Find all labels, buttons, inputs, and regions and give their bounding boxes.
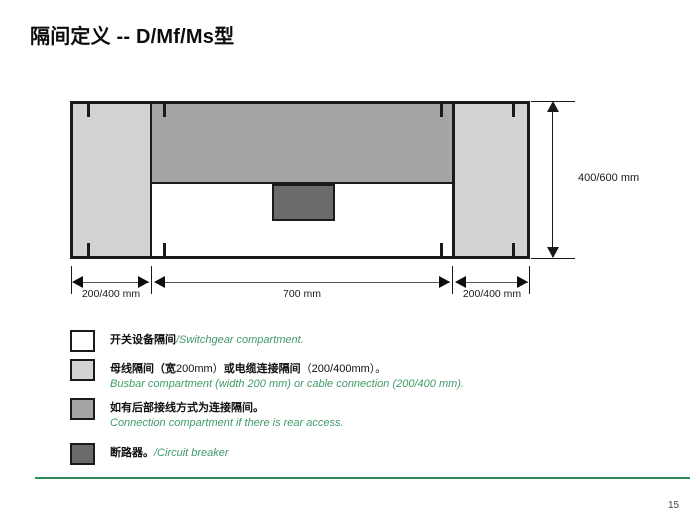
arrow-right-icon [439, 276, 450, 288]
legend-en-text: /Circuit breaker [154, 447, 229, 459]
right-dim-line [456, 282, 528, 283]
vertical-dim-extension-bottom [531, 258, 575, 259]
legend-swatch-switchgear [70, 330, 95, 352]
dim-extension-line [529, 266, 530, 294]
arrow-up-icon [547, 101, 559, 112]
compartment-diagram: 400/600 mm 200/400 mm 700 mm 200/400 mm [0, 90, 700, 320]
corner-tick-icon [512, 104, 515, 117]
corner-tick-icon [440, 243, 443, 256]
arrow-right-icon [138, 276, 149, 288]
dim-extension-line [71, 266, 72, 294]
left-dimension-label: 200/400 mm [81, 288, 141, 300]
arrow-left-icon [72, 276, 83, 288]
right-dimension-label: 200/400 mm [462, 288, 522, 300]
legend-cn-text-2: 或电缆连接隔间 [223, 363, 301, 375]
legend-swatch-busbar [70, 359, 95, 381]
arrow-left-icon [154, 276, 165, 288]
arrow-left-icon [455, 276, 466, 288]
legend-cn-text: 如有后部接线方式为连接隔间。 [110, 402, 264, 414]
legend-en-text: Busbar compartment (width 200 mm) or cab… [110, 378, 464, 390]
legend-en-line-connection: Connection compartment if there is rear … [110, 413, 344, 431]
legend-cn-text: 开关设备隔间 [110, 334, 176, 346]
vertical-dimension-label: 400/600 mm [578, 172, 640, 184]
center-dim-line [155, 282, 450, 283]
legend-label-switchgear: 开关设备隔间/Switchgear compartment. [110, 330, 304, 348]
legend-cn-num-text: （200/400mm）。 [300, 363, 387, 375]
dim-extension-line [452, 266, 453, 294]
legend-en-text: Connection compartment if there is rear … [110, 417, 344, 429]
legend-cn-mid-text: 200mm） [176, 363, 224, 375]
legend-en-line-busbar: Busbar compartment (width 200 mm) or cab… [110, 374, 464, 392]
page-number: 15 [668, 500, 680, 511]
corner-tick-icon [87, 243, 90, 256]
legend-label-connection: 如有后部接线方式为连接隔间。 [110, 398, 264, 416]
corner-tick-icon [512, 243, 515, 256]
legend-en-text: /Switchgear compartment. [176, 334, 304, 346]
corner-tick-icon [440, 104, 443, 117]
center-dimension-label: 700 mm [283, 288, 321, 300]
legend-label-breaker: 断路器。/Circuit breaker [110, 443, 229, 461]
arrow-right-icon [517, 276, 528, 288]
legend-swatch-connection [70, 398, 95, 420]
right-compartment-region [452, 104, 527, 256]
legend-cn-text: 母线隔间（宽 [110, 363, 176, 375]
legend-cn-text: 断路器。 [110, 447, 154, 459]
circuit-breaker-region [272, 184, 335, 221]
arrow-down-icon [547, 247, 559, 258]
rear-connection-region [150, 104, 452, 184]
dim-extension-line [151, 266, 152, 294]
page-title: 隔间定义 -- D/Mf/Ms型 [30, 26, 235, 48]
left-compartment-region [73, 104, 150, 256]
legend-swatch-breaker [70, 443, 95, 465]
corner-tick-icon [163, 104, 166, 117]
vertical-dim-line [552, 103, 553, 257]
left-dim-line [73, 282, 149, 283]
corner-tick-icon [87, 104, 90, 117]
legend-label-busbar: 母线隔间（宽200mm）或电缆连接隔间（200/400mm）。 [110, 359, 386, 377]
footer-divider [35, 477, 690, 479]
corner-tick-icon [163, 243, 166, 256]
left-compartment-divider [150, 104, 152, 256]
